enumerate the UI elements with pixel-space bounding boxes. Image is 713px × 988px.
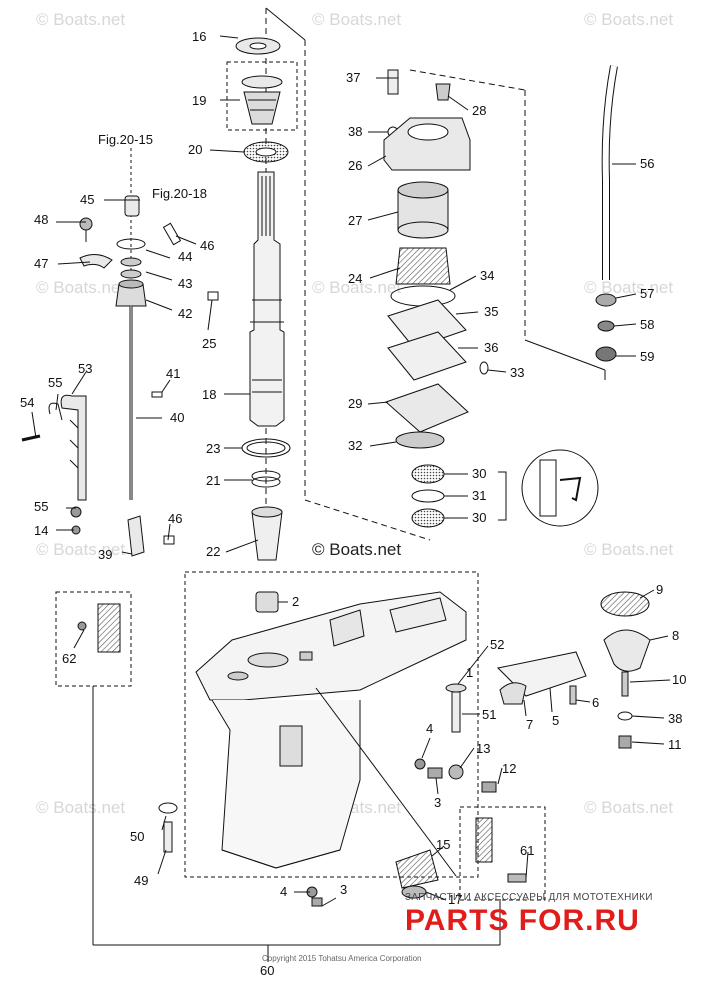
callout-35: 35	[484, 304, 499, 319]
watermark: © Boats.net	[36, 278, 126, 297]
callout-60: 60	[260, 963, 275, 978]
callout-46: 46	[200, 238, 215, 253]
callout-25: 25	[202, 336, 217, 351]
callout-4: 4	[426, 721, 434, 736]
callout-46-lower: 46	[168, 511, 183, 526]
callout-30-lower: 30	[472, 510, 487, 525]
watermark: © Boats.net	[312, 278, 402, 297]
callout-12: 12	[502, 761, 517, 776]
callout-47: 47	[34, 256, 49, 271]
callout-41: 41	[166, 366, 181, 381]
callout-15: 15	[436, 837, 451, 852]
callout-27: 27	[348, 213, 363, 228]
callout-29: 29	[348, 396, 363, 411]
callout-38-right: 38	[668, 711, 683, 726]
callout-31: 31	[472, 488, 487, 503]
callout-45: 45	[80, 192, 95, 207]
watermark: © Boats.net	[584, 540, 674, 559]
callout-39: 39	[98, 547, 113, 562]
callout-37: 37	[346, 70, 361, 85]
callout-36: 36	[484, 340, 499, 355]
callout-14: 14	[34, 523, 49, 538]
callout-11: 11	[668, 737, 682, 752]
logo-brand: PARTS FOR.RU	[405, 904, 640, 937]
callout-34: 34	[480, 268, 495, 283]
callout-5: 5	[552, 713, 560, 728]
callout-3-lower: 3	[340, 882, 348, 897]
callout-50: 50	[130, 829, 145, 844]
callout-55: 55	[48, 375, 63, 390]
callout-7: 7	[526, 717, 534, 732]
center-watermark: © Boats.net	[312, 540, 402, 559]
callout-59: 59	[640, 349, 655, 364]
callout-16: 16	[192, 29, 207, 44]
callout-33: 33	[510, 365, 525, 380]
watermark: © Boats.net	[584, 798, 674, 817]
callout-20: 20	[188, 142, 203, 157]
callout-52: 52	[490, 637, 505, 652]
callout-55-lower: 55	[34, 499, 49, 514]
callout-40: 40	[170, 410, 185, 425]
callout-57: 57	[640, 286, 655, 301]
watermark: © Boats.net	[312, 10, 402, 29]
fig-reference-20-15: Fig.20-15	[98, 132, 153, 147]
watermark: © Boats.net	[584, 278, 674, 297]
logo-tagline: ЗАПЧАСТИ И АКСЕССУАРЫ ДЛЯ МОТОТЕХНИКИ	[405, 892, 653, 903]
callout-18: 18	[202, 387, 217, 402]
callout-23: 23	[206, 441, 221, 456]
callout-28: 28	[472, 103, 487, 118]
callout-43: 43	[178, 276, 193, 291]
callout-13: 13	[476, 741, 491, 756]
callout-17: 17	[448, 892, 463, 907]
callout-58: 58	[640, 317, 655, 332]
callout-9: 9	[656, 582, 664, 597]
callout-1: 1	[466, 665, 474, 680]
callout-49: 49	[134, 873, 149, 888]
callout-8: 8	[672, 628, 680, 643]
watermark: © Boats.net	[36, 10, 126, 29]
callout-56: 56	[640, 156, 655, 171]
callout-44: 44	[178, 249, 193, 264]
callout-6: 6	[592, 695, 600, 710]
callout-32: 32	[348, 438, 363, 453]
callout-30: 30	[472, 466, 487, 481]
callout-2: 2	[292, 594, 300, 609]
callout-22: 22	[206, 544, 221, 559]
watermark: © Boats.net	[36, 798, 126, 817]
callout-19: 19	[192, 93, 207, 108]
callout-26: 26	[348, 158, 363, 173]
callout-24: 24	[348, 271, 363, 286]
callout-10: 10	[672, 672, 687, 687]
watermark: © Boats.net	[584, 10, 674, 29]
callout-61: 61	[520, 843, 535, 858]
callout-38: 38	[348, 124, 363, 139]
fig-reference-20-18: Fig.20-18	[152, 186, 207, 201]
watermark: © Boats.net	[36, 540, 126, 559]
callout-53: 53	[78, 361, 93, 376]
callout-62: 62	[62, 651, 77, 666]
callout-21: 21	[206, 473, 221, 488]
callout-48: 48	[34, 212, 49, 227]
callout-51: 51	[482, 707, 497, 722]
callout-4-lower: 4	[280, 884, 288, 899]
callout-42: 42	[178, 306, 193, 321]
callout-54: 54	[20, 395, 35, 410]
copyright-text: Copyright 2015 Tohatsu America Corporati…	[262, 954, 422, 963]
callout-3: 3	[434, 795, 442, 810]
